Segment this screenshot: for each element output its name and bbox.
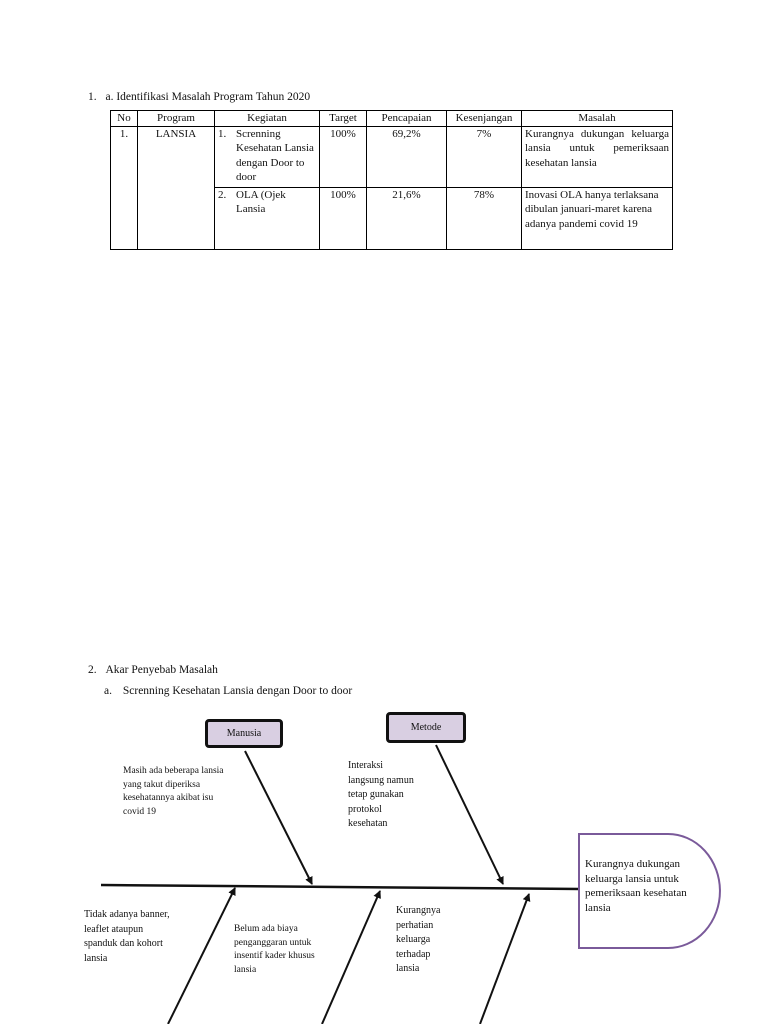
table-row: 2. OLA (Ojek Lansia 100% 21,6% 78% Inova… [111, 186, 673, 250]
category-box-metode: Metode [386, 712, 466, 743]
category-box-manusia: Manusia [205, 719, 283, 748]
target-cell: 100% [319, 125, 367, 188]
target-cell: 100% [319, 186, 367, 250]
bone-keluarga [479, 893, 531, 1024]
cause-dana: Belum ada biaya penganggaran untuk insen… [234, 924, 315, 975]
header-no: No [110, 110, 138, 127]
kesenjangan-cell: 7% [446, 125, 522, 188]
bone-media [167, 887, 236, 1024]
row-no: 1. [110, 125, 138, 250]
masalah-cell: Kurangnya dukungan keluarga lansia untuk… [521, 125, 673, 188]
section1-heading: 1. a. Identifikasi Masalah Program Tahun… [88, 90, 310, 104]
bone-metode [435, 744, 504, 885]
table-row: 1. LANSIA 1. Screnning Kesehatan Lansia … [110, 125, 673, 250]
kegiatan-cell: 1. Screnning Kesehatan Lansia dengan Doo… [214, 125, 320, 188]
fishbone-spine [100, 883, 581, 891]
fishbone-head-shape [578, 833, 721, 949]
cause-metode: Interaksi langsung namun tetap gunakan p… [348, 760, 414, 829]
header-program: Program [137, 110, 215, 127]
section2-subheading: a. Screnning Kesehatan Lansia dengan Doo… [104, 684, 352, 698]
cause-keluarga: Kurangnya perhatian keluarga terhadap la… [396, 905, 441, 974]
kegiatan-number: 1. [218, 127, 227, 140]
problem-identification-table: No Program Kegiatan Target Pencapaian Ke… [110, 110, 673, 250]
pencapaian-cell: 21,6% [366, 186, 447, 250]
section2-title: Akar Penyebab Masalah [105, 664, 218, 676]
row-program: LANSIA [137, 125, 215, 250]
kegiatan-text: OLA (Ojek Lansia [236, 188, 286, 216]
category-label-manusia: Manusia [226, 728, 262, 739]
section2-number: 2. [88, 664, 97, 676]
section1-title: a. Identifikasi Masalah Program Tahun 20… [105, 91, 311, 103]
masalah-cell: Inovasi OLA hanya terlaksana dibulan jan… [521, 186, 673, 250]
section2-subtitle: Screnning Kesehatan Lansia dengan Door t… [122, 685, 353, 697]
bone-manusia [244, 750, 313, 885]
kegiatan-cell: 2. OLA (Ojek Lansia [214, 186, 320, 250]
fishbone-head-problem: Kurangnya dukungan keluarga lansia untuk… [585, 858, 687, 914]
section2-heading: 2. Akar Penyebab Masalah [88, 663, 218, 677]
bone-dana [321, 890, 381, 1024]
cause-manusia: Masih ada beberapa lansia yang takut dip… [123, 766, 224, 817]
section1-number: 1. [88, 91, 97, 103]
table-header-row: No Program Kegiatan Target Pencapaian Ke… [110, 110, 673, 127]
kegiatan-text: Screnning Kesehatan Lansia dengan Door t… [236, 127, 314, 184]
section2-sub-letter: a. [104, 685, 112, 697]
cause-media: Tidak adanya banner, leaflet ataupun spa… [84, 909, 170, 964]
kegiatan-number: 2. [218, 188, 227, 201]
pencapaian-cell: 69,2% [366, 125, 447, 188]
category-label-metode: Metode [410, 722, 442, 733]
